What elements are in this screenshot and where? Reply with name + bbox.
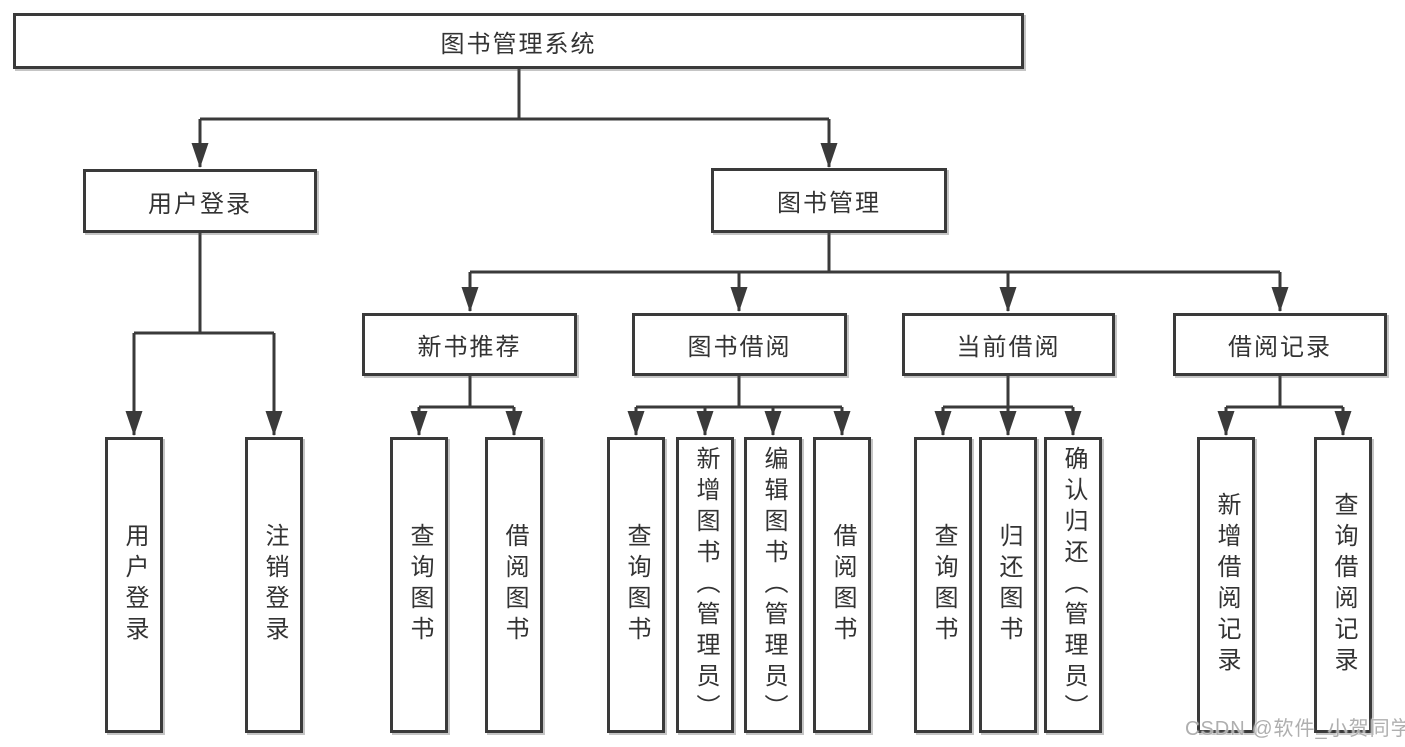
leaf-add-borrow-record: 新增借阅记录 [1197,437,1255,733]
node-current-borrow-label: 当前借阅 [956,334,1061,361]
leaf-query-books-recommend-label: 查询图书 [406,523,433,647]
leaf-user-login: 用户登录 [105,437,163,733]
node-borrow-records: 借阅记录 [1173,313,1387,376]
leaf-return-books-label: 归还图书 [995,523,1022,647]
watermark: CSDN @软件_小贺同学 [1185,718,1405,740]
leaf-borrow-books-recommend-label: 借阅图书 [501,523,528,647]
node-borrow-records-label: 借阅记录 [1228,334,1332,361]
node-root: 图书管理系统 [13,13,1024,69]
leaf-query-borrow-record-label: 查询借阅记录 [1330,492,1357,678]
node-current-borrow: 当前借阅 [902,313,1115,376]
connector-borrow-records [1226,376,1343,409]
leaf-query-books-recommend: 查询图书 [390,437,448,733]
leaf-query-books-borrow-label: 查询图书 [623,523,650,647]
node-user-login-label: 用户登录 [148,190,252,218]
node-book-borrow: 图书借阅 [632,313,847,376]
node-book-management-label: 图书管理 [777,190,881,217]
leaf-query-borrow-record: 查询借阅记录 [1314,437,1372,733]
node-book-management: 图书管理 [711,168,947,233]
leaf-query-books-current: 查询图书 [914,437,972,733]
leaf-logout-label: 注销登录 [261,523,288,647]
connector-book-management [470,233,1280,274]
leaf-borrow-books-recommend: 借阅图书 [485,437,543,733]
connector-user-login [134,233,274,335]
leaf-borrow-books: 借阅图书 [813,437,871,733]
node-book-borrow-label: 图书借阅 [687,334,792,361]
leaf-query-books-borrow: 查询图书 [607,437,665,733]
node-new-book-recommend: 新书推荐 [362,313,577,376]
leaf-edit-book-admin: 编辑图书（管理员） [744,437,802,733]
node-root-label: 图书管理系统 [440,30,597,58]
node-user-login: 用户登录 [83,169,317,233]
leaf-confirm-return-admin: 确认归还（管理员） [1044,437,1102,733]
leaf-add-borrow-record-label: 新增借阅记录 [1213,492,1240,678]
leaf-query-books-current-label: 查询图书 [930,523,957,647]
connector-current-borrow [943,376,1073,409]
leaf-user-login-label: 用户登录 [121,523,148,647]
leaf-edit-book-admin-label: 编辑图书（管理员） [760,445,787,725]
leaf-borrow-books-label: 借阅图书 [829,523,856,647]
leaf-confirm-return-admin-label: 确认归还（管理员） [1060,445,1087,725]
leaf-add-book-admin-label: 新增图书（管理员） [692,445,719,725]
connector-new-book-recommend [419,376,514,409]
connector-book-borrow [636,376,842,409]
leaf-logout: 注销登录 [245,437,303,733]
leaf-return-books: 归还图书 [979,437,1037,733]
leaf-add-book-admin: 新增图书（管理员） [676,437,734,733]
connector-root [200,69,829,121]
node-new-book-recommend-label: 新书推荐 [417,334,522,361]
